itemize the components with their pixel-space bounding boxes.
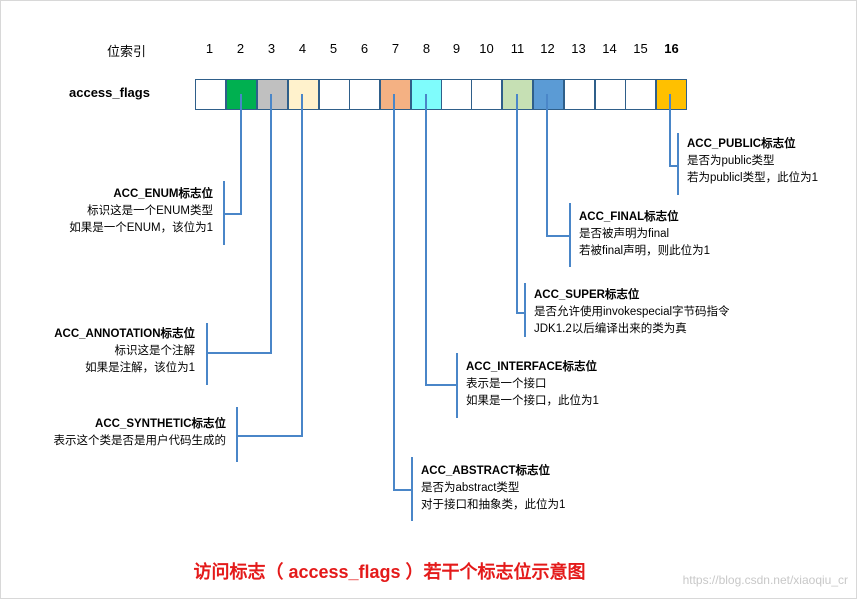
- flag-desc-line: JDK1.2以后编译出来的类为真: [534, 323, 687, 335]
- connector-line: [677, 133, 679, 195]
- flag-desc-line: 标识这是一个ENUM类型: [87, 205, 213, 217]
- connector-line: [223, 181, 225, 245]
- connector-line: [456, 353, 458, 418]
- flag-cell-7: [380, 79, 411, 110]
- connector-line: [425, 94, 427, 386]
- connector-line: [223, 213, 242, 215]
- connector-line: [236, 407, 238, 462]
- flag-title: ACC_SYNTHETIC标志位: [95, 418, 226, 430]
- bit-index: 10: [479, 41, 494, 56]
- bit-index: 8: [422, 41, 431, 56]
- flag-desc-line: 是否为abstract类型: [421, 482, 520, 494]
- flag-cell-1: [195, 79, 226, 110]
- connector-line: [301, 94, 303, 437]
- flag-title: ACC_SUPER标志位: [534, 289, 640, 301]
- connector-line: [546, 94, 548, 237]
- bit-index: 16: [664, 41, 679, 56]
- connector-line: [569, 203, 571, 267]
- flag-desc-line: 如果是一个接口，此位为1: [466, 395, 599, 407]
- flag-title: ACC_PUBLIC标志位: [687, 138, 796, 150]
- flag-title: ACC_FINAL标志位: [579, 211, 679, 223]
- connector-line: [516, 312, 526, 314]
- flag-cell-5: [319, 79, 350, 110]
- flag-cell-3: [257, 79, 288, 110]
- bit-index: 14: [602, 41, 617, 56]
- connector-line: [546, 235, 571, 237]
- flag-cell-16: [656, 79, 687, 110]
- bit-index: 5: [329, 41, 338, 56]
- diagram-caption: 访问标志（ access_flags ）若干个标志位示意图: [193, 562, 586, 582]
- flag-desc-final: ACC_FINAL标志位 是否被声明为final 若被final声明，则此位为1: [579, 209, 710, 260]
- bit-index-label: 位索引: [107, 44, 147, 59]
- flag-desc-line: 是否为public类型: [687, 155, 775, 167]
- flag-desc-line: 表示是一个接口: [466, 378, 547, 390]
- flag-desc-super: ACC_SUPER标志位 是否允许使用invokespecial字节码指令 JD…: [534, 287, 730, 338]
- flag-desc-line: 是否允许使用invokespecial字节码指令: [534, 306, 730, 318]
- connector-line: [516, 94, 518, 314]
- connector-line: [524, 283, 526, 337]
- bit-index: 11: [510, 41, 525, 56]
- bit-index: 2: [236, 41, 245, 56]
- flag-cell-15: [625, 79, 656, 110]
- connector-line: [425, 384, 458, 386]
- access-flags-label: access_flags: [69, 85, 150, 100]
- flag-desc-line: 如果是注解，该位为1: [85, 362, 195, 374]
- connector-line: [411, 457, 413, 521]
- flag-title: ACC_ABSTRACT标志位: [421, 465, 551, 477]
- bit-index: 4: [298, 41, 307, 56]
- bit-index: 13: [571, 41, 586, 56]
- connector-line: [270, 94, 272, 353]
- connector-line: [393, 489, 413, 491]
- bit-index: 3: [267, 41, 276, 56]
- connector-line: [206, 352, 272, 354]
- bit-index: 7: [391, 41, 400, 56]
- connector-line: [240, 94, 242, 214]
- flag-desc-line: 若被final声明，则此位为1: [579, 245, 710, 257]
- flag-desc-interface: ACC_INTERFACE标志位 表示是一个接口 如果是一个接口，此位为1: [466, 359, 599, 410]
- flag-desc-line: 表示这个类是否是用户代码生成的: [53, 435, 227, 447]
- flag-cell-10: [471, 79, 502, 110]
- connector-line: [669, 94, 671, 167]
- watermark: https://blog.csdn.net/xiaoqiu_cr: [682, 573, 848, 587]
- flag-cell-13: [564, 79, 595, 110]
- flag-desc-abstract: ACC_ABSTRACT标志位 是否为abstract类型 对于接口和抽象类，此…: [421, 463, 565, 514]
- flag-title: ACC_ANNOTATION标志位: [54, 328, 195, 340]
- flag-desc-line: 是否被声明为final: [579, 228, 670, 240]
- flag-cell-6: [349, 79, 380, 110]
- flag-desc-enum: ACC_ENUM标志位 标识这是一个ENUM类型 如果是一个ENUM，该位为1: [69, 186, 213, 237]
- flag-cell-12: [533, 79, 564, 110]
- flag-cell-9: [441, 79, 472, 110]
- flag-desc-line: 如果是一个ENUM，该位为1: [69, 222, 213, 234]
- connector-line: [669, 165, 679, 167]
- connector-line: [393, 94, 395, 491]
- flag-desc-annotation: ACC_ANNOTATION标志位 标识这是个注解 如果是注解，该位为1: [54, 326, 195, 377]
- flag-desc-synthetic: ACC_SYNTHETIC标志位 表示这个类是否是用户代码生成的: [54, 416, 227, 450]
- bit-index: 1: [205, 41, 214, 56]
- flag-desc-line: 若为publicl类型，此位为1: [687, 172, 818, 184]
- bit-index: 15: [633, 41, 648, 56]
- flag-title: ACC_ENUM标志位: [113, 188, 213, 200]
- bit-index: 6: [360, 41, 369, 56]
- flag-desc-line: 标识这是个注解: [114, 345, 196, 357]
- bit-index: 12: [540, 41, 555, 56]
- flag-cell-14: [595, 79, 626, 110]
- connector-line: [206, 323, 208, 385]
- flag-cell-4: [288, 79, 319, 110]
- bit-index: 9: [452, 41, 461, 56]
- flag-desc-line: 对于接口和抽象类，此位为1: [421, 499, 566, 511]
- connector-line: [236, 435, 303, 437]
- flag-title: ACC_INTERFACE标志位: [466, 361, 597, 373]
- flag-desc-public: ACC_PUBLIC标志位 是否为public类型 若为publicl类型，此位…: [687, 136, 818, 187]
